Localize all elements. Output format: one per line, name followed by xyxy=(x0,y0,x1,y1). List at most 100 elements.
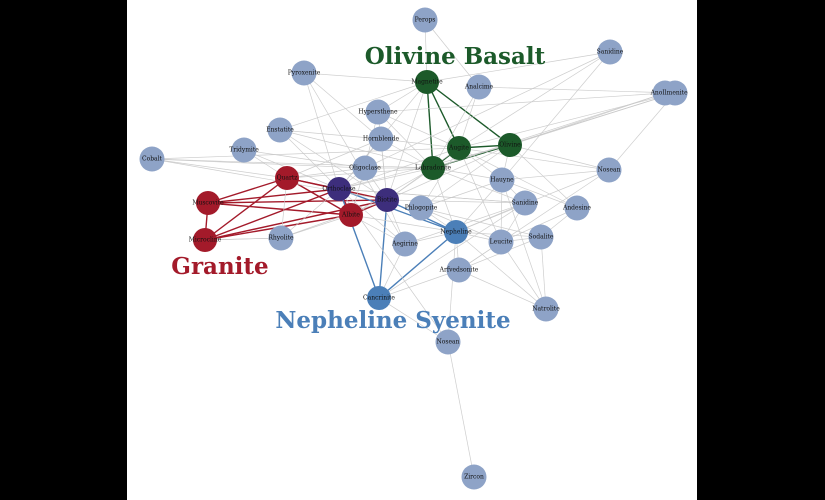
node-sodalite[interactable]: Sodalite xyxy=(528,224,554,250)
node-circle[interactable] xyxy=(412,7,438,33)
node-perops[interactable]: Perops xyxy=(412,7,438,33)
node-orthoclase[interactable]: Orthoclase xyxy=(322,177,356,201)
edge-quartz-muscovite xyxy=(207,177,288,204)
node-circle[interactable] xyxy=(461,464,487,490)
edge-labradorite-sanidine2 xyxy=(432,167,526,204)
node-circle[interactable] xyxy=(597,39,623,65)
edge-cobalt-quartz xyxy=(151,158,288,179)
node-circle[interactable] xyxy=(466,74,492,100)
edge-nosean-hauyne xyxy=(501,169,610,181)
node-circle[interactable] xyxy=(489,167,515,193)
edge-phlogopite-hauyne xyxy=(420,179,503,209)
node-circle[interactable] xyxy=(365,99,391,125)
node-circle[interactable] xyxy=(275,166,299,190)
edge-sanidine2-aegirine xyxy=(404,202,526,245)
node-circle[interactable] xyxy=(415,70,439,94)
edge-orthoclase-augite xyxy=(338,147,460,190)
node-circle[interactable] xyxy=(488,229,514,255)
edge-arfvedsonite-natrolite xyxy=(458,269,547,310)
node-hauyne[interactable]: Hauyne xyxy=(489,167,515,193)
node-analcime[interactable]: Analcime xyxy=(464,74,494,100)
edge-oligoclase-quartz xyxy=(286,167,366,179)
edge-magnetite-olivine_n xyxy=(426,81,511,146)
edge-cancrinite-sanidine2 xyxy=(378,202,526,299)
node-circle[interactable] xyxy=(352,155,378,181)
node-natrolite[interactable]: Natrolite xyxy=(532,296,560,322)
nodes-layer: PeropsSanidinePyroxeniteAnorthiteMagneti… xyxy=(139,7,688,490)
edge-sanidine-oligoclase xyxy=(364,51,611,169)
edge-cobalt-oligoclase xyxy=(151,158,366,169)
node-muscovite[interactable]: Muscovite xyxy=(192,191,224,215)
edge-analcime-labradorite xyxy=(432,86,480,169)
node-albite[interactable]: Albite xyxy=(339,203,363,227)
node-circle[interactable] xyxy=(193,228,217,252)
node-circle[interactable] xyxy=(196,191,220,215)
node-circle[interactable] xyxy=(446,257,472,283)
node-circle[interactable] xyxy=(596,157,622,183)
edge-pyroxenite-aegirine xyxy=(303,72,406,245)
node-augite[interactable]: Augite xyxy=(447,136,471,160)
node-circle[interactable] xyxy=(139,146,165,172)
node-circle[interactable] xyxy=(267,117,293,143)
node-circle[interactable] xyxy=(368,126,394,152)
node-circle[interactable] xyxy=(564,195,590,221)
node-circle[interactable] xyxy=(291,60,317,86)
node-enstatite[interactable]: Enstatite xyxy=(266,117,294,143)
node-circle[interactable] xyxy=(512,190,538,216)
node-tridymite[interactable]: Tridymite xyxy=(229,137,259,163)
node-ilmenite[interactable]: Ilmenite xyxy=(662,80,688,106)
group-label-nepheline-syenite: Nepheline Syenite xyxy=(275,307,510,334)
node-circle[interactable] xyxy=(498,133,522,157)
edge-ilmenite-nosean xyxy=(608,92,676,171)
edge-phlogopite-olivine_n xyxy=(420,144,511,209)
node-cobalt[interactable]: Cobalt xyxy=(139,146,165,172)
node-rhyolite[interactable]: Rhyolite xyxy=(268,225,294,251)
node-circle[interactable] xyxy=(339,203,363,227)
node-circle[interactable] xyxy=(662,80,688,106)
node-hornblende[interactable]: Hornblende xyxy=(363,126,400,152)
node-circle[interactable] xyxy=(231,137,257,163)
edge-albite-nepheline xyxy=(350,214,457,233)
edge-quartz-microcline xyxy=(204,177,288,241)
node-circle[interactable] xyxy=(408,195,434,221)
node-circle[interactable] xyxy=(421,156,445,180)
group-label-granite: Granite xyxy=(171,253,268,280)
edge-pyroxenite-hornblende xyxy=(303,72,382,140)
edge-phlogopite-sodalite xyxy=(420,207,542,238)
node-sanidine2[interactable]: Sanidine xyxy=(512,190,539,216)
node-circle[interactable] xyxy=(392,231,418,257)
node-circle[interactable] xyxy=(268,225,294,251)
edge-nosean2-nepheline xyxy=(447,231,457,343)
node-circle[interactable] xyxy=(444,220,468,244)
edge-biotite-cancrinite xyxy=(378,199,388,299)
node-nosean[interactable]: Nosean xyxy=(596,157,622,183)
node-aegirine[interactable]: Aegirine xyxy=(391,231,418,257)
edge-ilmenite-augite xyxy=(458,92,676,149)
node-pyroxenite[interactable]: Pyroxenite xyxy=(288,60,321,86)
edge-leucite-augite xyxy=(458,147,502,243)
group-label-olivine-basalt: Olivine Basalt xyxy=(365,43,546,70)
edge-nosean2-cancrinite xyxy=(378,297,449,343)
node-circle[interactable] xyxy=(533,296,559,322)
node-circle[interactable] xyxy=(327,177,351,201)
node-circle[interactable] xyxy=(447,136,471,160)
edge-sanidine2-biotite xyxy=(386,199,526,204)
node-sanidine[interactable]: Sanidine xyxy=(597,39,624,65)
node-zircon[interactable]: Zircon xyxy=(461,464,487,490)
node-circle[interactable] xyxy=(367,286,391,310)
node-biotite[interactable]: Biotite xyxy=(375,188,399,212)
edge-arfvedsonite-cancrinite xyxy=(378,269,460,299)
node-olivine_n[interactable]: Olivine xyxy=(498,133,522,157)
edge-enstatite-magnetite xyxy=(279,81,428,131)
edge-sanidine-augite xyxy=(458,51,611,149)
edge-ilmenite-analcime xyxy=(478,86,676,94)
edge-sanidine-hauyne xyxy=(501,51,611,181)
node-quartz[interactable]: Quartz xyxy=(275,166,299,190)
edge-microcline-rhyolite xyxy=(204,237,282,241)
edge-rhyolite-orthoclase xyxy=(280,188,340,239)
node-circle[interactable] xyxy=(435,329,461,355)
node-leucite[interactable]: Leucite xyxy=(488,229,514,255)
node-circle[interactable] xyxy=(375,188,399,212)
node-circle[interactable] xyxy=(528,224,554,250)
edge-nepheline-cancrinite xyxy=(378,231,457,299)
